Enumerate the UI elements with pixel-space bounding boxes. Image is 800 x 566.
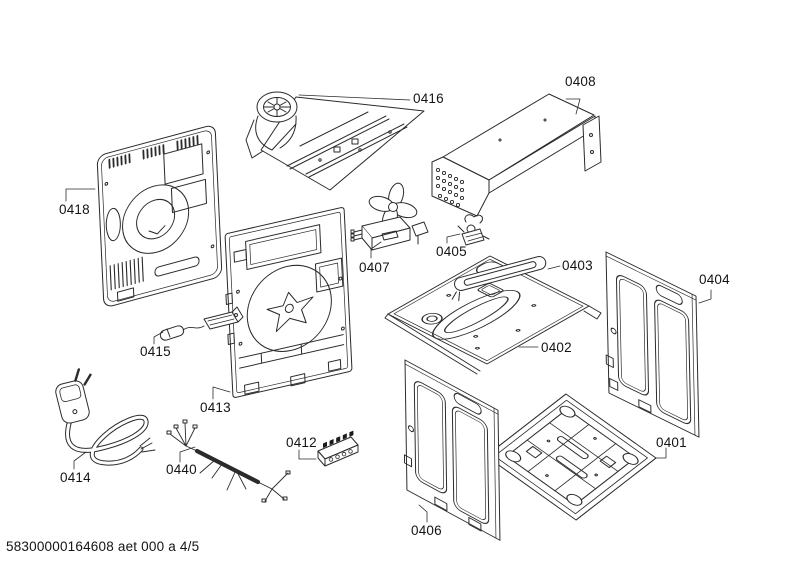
part-label-0401: 0401 [656,435,687,450]
part-label-0408: 0408 [565,74,596,89]
part-label-0412: 0412 [286,435,317,450]
part-0403-top-element [451,256,547,302]
power-plug-icon [55,368,92,424]
part-label-0404: 0404 [699,272,730,287]
blower-fan-icon [256,91,298,123]
part-0408-top-cover [431,93,602,217]
part-label-0415: 0415 [140,344,171,359]
part-label-0406: 0406 [411,523,442,538]
part-0418-back-panel [96,125,223,307]
part-label-0407: 0407 [359,260,390,275]
part-label-0414: 0414 [60,470,91,485]
part-0416-top-panel-with-blower [245,91,425,191]
part-0413-rear-panel [224,207,353,398]
part-0404-side-panel-right [605,251,700,438]
part-label-0405: 0405 [436,244,467,259]
part-label-0403: 0403 [562,258,593,273]
part-label-0413: 0413 [200,400,231,415]
part-0407-cooling-fan-motor [350,182,429,251]
part-0406-side-panel-left [403,359,501,541]
part-0405-lamp-assembly [457,214,490,246]
part-0402-cavity-top-panel [384,255,602,375]
part-0414-power-cord [55,368,156,466]
part-label-0416: 0416 [413,91,444,106]
part-0412-terminal-block [317,430,359,467]
part-label-0418: 0418 [59,202,90,217]
document-number: 58300000164608 aet 000 a 4/5 [6,539,200,554]
part-label-0402: 0402 [541,340,572,355]
part-0401-base-panel [485,393,657,521]
part-0415-temperature-sensor [159,306,244,341]
leader-lines [65,94,712,523]
part-0440-cable-harness [166,419,291,503]
part-label-0440: 0440 [166,462,197,477]
